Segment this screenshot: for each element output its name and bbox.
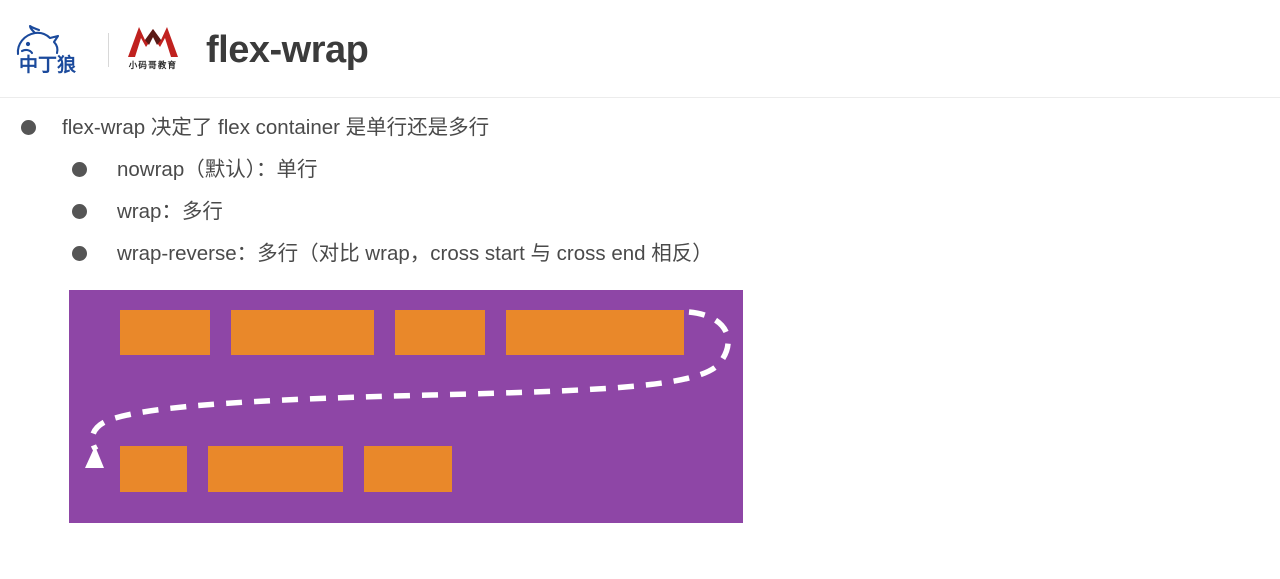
logo-divider [108,33,109,67]
svg-text:中丁狼: 中丁狼 [19,53,77,76]
m-logo-label: 小码哥教育 [128,61,178,71]
bullet-flex-wrap-intro: flex-wrap 决定了 flex container 是单行还是多行 [0,112,1280,154]
bullet-label: wrap：多行 [117,200,223,223]
flex-line-1 [120,310,705,355]
flex-item [364,446,452,492]
bullet-list: flex-wrap 决定了 flex container 是单行还是多行 nowr… [0,112,1280,280]
page-title: flex-wrap [206,29,369,71]
bullet-wrap: wrap：多行 [0,196,1280,238]
flex-item [120,446,187,492]
header-divider [0,97,1280,98]
flex-item [506,310,684,355]
wolf-head-logo-icon: 中丁狼 [8,24,104,76]
flex-item [231,310,374,355]
bullet-label: nowrap（默认）：单行 [117,158,318,181]
flex-item [208,446,343,492]
bullet-nowrap: nowrap（默认）：单行 [0,154,1280,196]
header-branding: 中丁狼 小码哥教育 flex-wrap [8,22,369,78]
m-peak-logo-icon: 小码哥教育 [118,24,188,76]
bullet-wrap-reverse: wrap-reverse：多行（对比 wrap，cross start 与 cr… [0,238,1280,280]
page-header: 中丁狼 小码哥教育 flex-wrap [0,0,1280,97]
bullet-label: flex-wrap 决定了 flex container 是单行还是多行 [62,116,490,139]
flex-item [395,310,485,355]
flex-line-2 [120,446,473,492]
flex-item [120,310,210,355]
bullet-dot-icon [72,162,87,177]
bullet-dot-icon [72,204,87,219]
bullet-dot-icon [21,120,36,135]
bullet-label: wrap-reverse：多行（对比 wrap，cross start 与 cr… [117,242,713,265]
bullet-dot-icon [72,246,87,261]
flex-container-diagram [69,290,743,523]
